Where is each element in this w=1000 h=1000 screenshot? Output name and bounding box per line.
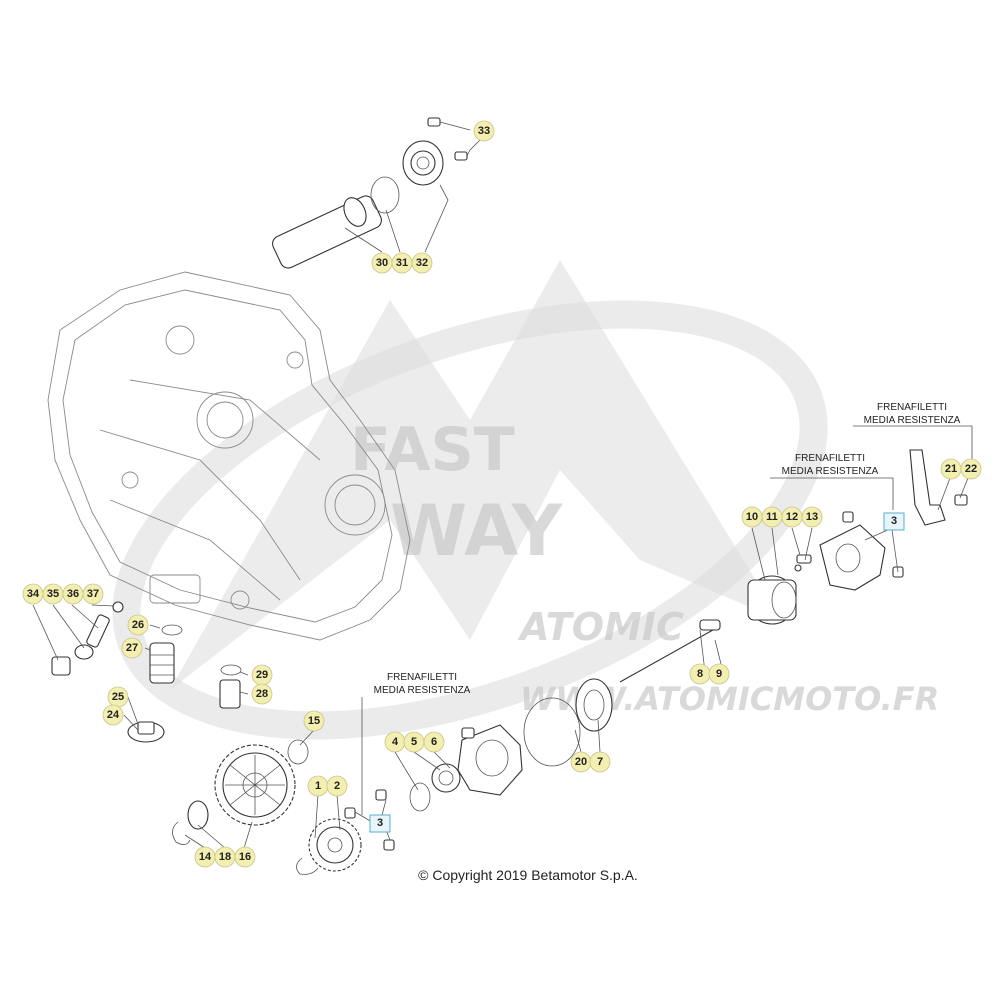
svg-text:31: 31 [396, 257, 408, 269]
copyright-text: © Copyright 2019 Betamotor S.p.A. [418, 867, 638, 883]
callout-36[interactable]: 36 [62, 583, 84, 605]
callout-37[interactable]: 37 [82, 583, 104, 605]
pump-cover-assembly [344, 678, 613, 851]
callouts: 33 30 31 32 34 35 36 37 26 27 29 28 25 2… [22, 120, 982, 868]
svg-text:26: 26 [132, 619, 144, 631]
svg-text:16: 16 [239, 851, 251, 863]
callout-25[interactable]: 25 [107, 686, 129, 708]
note-line2: MEDIA RESISTENZA [864, 415, 961, 426]
callout-34[interactable]: 34 [22, 583, 44, 605]
oil-pump-assembly [619, 449, 969, 683]
svg-text:27: 27 [126, 642, 138, 654]
note-line2: MEDIA RESISTENZA [782, 466, 879, 477]
callout-6[interactable]: 6 [423, 731, 445, 753]
boxed-callout-3-center[interactable]: 3 [369, 814, 391, 833]
engine-crankcase [47, 271, 411, 641]
svg-text:35: 35 [47, 588, 59, 600]
boxed-callouts: 3 3 [369, 512, 905, 833]
callout-33[interactable]: 33 [473, 120, 495, 142]
svg-text:3: 3 [377, 817, 383, 829]
callout-14[interactable]: 14 [194, 846, 216, 868]
svg-text:36: 36 [67, 588, 79, 600]
callout-26[interactable]: 26 [127, 614, 149, 636]
callout-15[interactable]: 15 [303, 710, 325, 732]
oil-filter-assembly [272, 117, 481, 269]
svg-text:15: 15 [308, 715, 320, 727]
svg-text:24: 24 [107, 709, 120, 721]
svg-text:25: 25 [112, 691, 124, 703]
watermark-line1: FAST [350, 415, 515, 485]
svg-text:20: 20 [575, 756, 587, 768]
svg-text:6: 6 [431, 736, 437, 748]
callout-32[interactable]: 32 [411, 252, 433, 274]
callout-16[interactable]: 16 [234, 846, 256, 868]
callout-22[interactable]: 22 [960, 458, 982, 480]
callout-21[interactable]: 21 [940, 458, 962, 480]
callout-4[interactable]: 4 [384, 731, 406, 753]
callout-18[interactable]: 18 [214, 846, 236, 868]
callout-27[interactable]: 27 [121, 637, 143, 659]
svg-text:14: 14 [199, 851, 212, 863]
svg-text:37: 37 [87, 588, 99, 600]
svg-text:22: 22 [965, 463, 977, 475]
svg-text:8: 8 [697, 668, 703, 680]
callout-20[interactable]: 20 [570, 751, 592, 773]
note-line1: FRENAFILETTI [877, 402, 947, 413]
callout-7[interactable]: 7 [589, 751, 611, 773]
svg-text:9: 9 [716, 668, 722, 680]
callout-13[interactable]: 13 [801, 506, 823, 528]
callout-24[interactable]: 24 [102, 704, 124, 726]
svg-text:10: 10 [746, 511, 758, 523]
svg-text:32: 32 [416, 257, 428, 269]
svg-text:7: 7 [597, 756, 603, 768]
svg-text:21: 21 [945, 463, 957, 475]
svg-text:30: 30 [376, 257, 388, 269]
note-line1: FRENAFILETTI [795, 453, 865, 464]
callout-28[interactable]: 28 [251, 683, 273, 705]
callout-29[interactable]: 29 [251, 664, 273, 686]
boxed-callout-3-right[interactable]: 3 [883, 512, 905, 531]
thread-lock-note-right: FRENAFILETTI MEDIA RESISTENZA [770, 453, 894, 510]
callout-1[interactable]: 1 [307, 775, 329, 797]
callout-31[interactable]: 31 [391, 252, 413, 274]
svg-text:5: 5 [411, 736, 417, 748]
callout-12[interactable]: 12 [781, 506, 803, 528]
watermark-brand: ATOMIC [517, 605, 684, 649]
callout-9[interactable]: 9 [708, 663, 730, 685]
svg-text:29: 29 [256, 669, 268, 681]
svg-text:13: 13 [806, 511, 818, 523]
svg-text:34: 34 [27, 588, 40, 600]
svg-text:18: 18 [219, 851, 231, 863]
note-line2: MEDIA RESISTENZA [374, 685, 471, 696]
callout-11[interactable]: 11 [761, 506, 783, 528]
callout-8[interactable]: 8 [689, 663, 711, 685]
svg-text:33: 33 [478, 125, 490, 137]
gears [172, 729, 362, 875]
svg-text:3: 3 [891, 515, 897, 527]
thread-lock-note-right-top: FRENAFILETTI MEDIA RESISTENZA [853, 402, 973, 460]
svg-text:4: 4 [392, 736, 399, 748]
left-small-parts [32, 601, 249, 743]
callout-10[interactable]: 10 [741, 506, 763, 528]
callout-35[interactable]: 35 [42, 583, 64, 605]
note-line1: FRENAFILETTI [387, 672, 457, 683]
watermark-line2: WAY [390, 490, 564, 572]
svg-text:2: 2 [334, 780, 340, 792]
svg-text:1: 1 [315, 780, 321, 792]
svg-text:12: 12 [786, 511, 798, 523]
callout-2[interactable]: 2 [326, 775, 348, 797]
svg-text:11: 11 [766, 511, 778, 523]
thread-lock-note-center: FRENAFILETTI MEDIA RESISTENZA [361, 672, 471, 815]
callout-30[interactable]: 30 [371, 252, 393, 274]
callout-5[interactable]: 5 [403, 731, 425, 753]
svg-text:28: 28 [256, 688, 268, 700]
